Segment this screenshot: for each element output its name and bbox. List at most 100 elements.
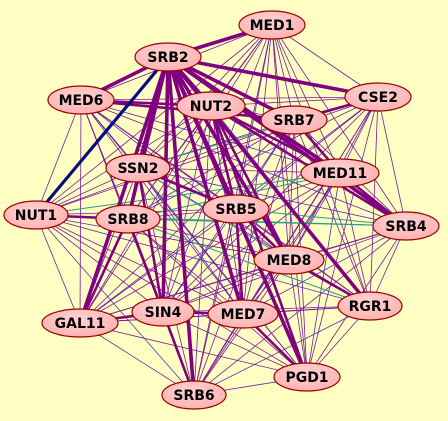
edge-thin: [271, 24, 295, 121]
node-med8[interactable]: MED8: [253, 245, 325, 275]
node-label: RGR1: [349, 299, 392, 315]
node-ellipse: [337, 291, 403, 321]
node-ellipse: [207, 299, 279, 329]
edge-thin: [35, 214, 244, 315]
edge-thin: [288, 259, 308, 378]
edge-teal: [127, 218, 371, 307]
edge-thin: [193, 105, 212, 396]
edge-thin: [79, 322, 308, 378]
node-srb2[interactable]: SRB2: [134, 42, 202, 72]
edge-thin: [306, 172, 341, 378]
edge-thick: [234, 207, 245, 316]
edge-teal: [35, 172, 341, 216]
node-label: GAL11: [55, 316, 106, 332]
node-srb5[interactable]: SRB5: [202, 194, 270, 224]
edge-thick: [209, 104, 309, 379]
node-med6[interactable]: MED6: [47, 85, 115, 115]
node-label: MED6: [59, 93, 104, 109]
edge-thick: [209, 104, 291, 262]
node-ellipse: [176, 91, 246, 121]
node-ellipse: [238, 10, 306, 40]
node-gal11[interactable]: GAL11: [41, 308, 119, 338]
edge-thin: [339, 172, 371, 307]
edge-thin: [35, 99, 82, 216]
node-label: NUT1: [15, 208, 57, 224]
node-ellipse: [47, 85, 115, 115]
node-ellipse: [344, 82, 412, 112]
edge-thin: [35, 214, 81, 324]
node-label: NUT2: [190, 99, 232, 115]
node-sin4[interactable]: SIN4: [131, 297, 195, 327]
edge-thin: [271, 24, 407, 227]
node-label: CSE2: [358, 90, 398, 106]
node-srb4[interactable]: SRB4: [372, 211, 440, 241]
edge-thin: [127, 96, 379, 220]
node-med1[interactable]: MED1: [238, 10, 306, 40]
edge-thin: [79, 208, 237, 324]
node-ellipse: [131, 297, 195, 327]
edge-thin: [242, 225, 407, 315]
edge-thin: [80, 99, 244, 315]
edge-thin: [271, 24, 341, 174]
edge-thick: [126, 217, 165, 314]
edge-thick: [166, 55, 196, 397]
node-srb6[interactable]: SRB6: [161, 380, 227, 410]
node-srb8[interactable]: SRB8: [95, 204, 161, 234]
node-ellipse: [260, 105, 328, 135]
edge-thin: [193, 119, 295, 396]
node-srb7[interactable]: SRB7: [260, 105, 328, 135]
node-ellipse: [134, 42, 202, 72]
edge-thin: [35, 214, 371, 307]
node-label: MED1: [250, 18, 295, 34]
node-nut2[interactable]: NUT2: [176, 91, 246, 121]
edge-thin: [162, 96, 379, 313]
edge-thin: [242, 172, 341, 315]
edge-thin: [80, 99, 290, 261]
edge-thin: [35, 214, 195, 396]
node-ellipse: [202, 194, 270, 224]
edge-thick: [166, 55, 408, 228]
edge-thick: [209, 104, 238, 211]
edge-dark-blue: [34, 55, 170, 217]
node-label: SRB2: [147, 50, 188, 66]
edge-thin: [127, 218, 308, 378]
node-label: SIN4: [145, 305, 182, 321]
edge-thin: [306, 96, 379, 378]
node-ellipse: [105, 153, 171, 183]
edge-thick: [166, 55, 380, 99]
edge-thin: [79, 119, 295, 324]
edge-thin: [137, 167, 407, 227]
edge-thick: [78, 55, 170, 325]
node-pgd1[interactable]: PGD1: [273, 362, 341, 392]
edge-thick: [136, 166, 165, 314]
edge-thin: [35, 214, 290, 261]
node-label: PGD1: [285, 370, 328, 386]
edge-thick: [78, 217, 130, 325]
node-ellipse: [95, 204, 161, 234]
edge-thick: [161, 55, 170, 314]
node-label: SSN2: [118, 161, 159, 177]
node-ellipse: [41, 308, 119, 338]
node-label: SRB5: [215, 202, 256, 218]
edge-thin: [193, 208, 237, 396]
node-nut1[interactable]: NUT1: [3, 200, 69, 230]
node-label: SRB8: [107, 212, 148, 228]
node-label: SRB6: [173, 388, 214, 404]
edge-thin: [137, 167, 195, 396]
node-cse2[interactable]: CSE2: [344, 82, 412, 112]
edge-thin: [79, 99, 82, 324]
node-ssn2[interactable]: SSN2: [105, 153, 171, 183]
node-ellipse: [372, 211, 440, 241]
node-ellipse: [253, 245, 325, 275]
node-med7[interactable]: MED7: [207, 299, 279, 329]
edge-thin: [377, 96, 407, 227]
edge-thin: [193, 305, 371, 396]
node-label: SRB7: [273, 113, 314, 129]
node-ellipse: [161, 380, 227, 410]
node-label: MED7: [221, 307, 266, 323]
node-rgr1[interactable]: RGR1: [337, 291, 403, 321]
node-med11[interactable]: MED11: [300, 158, 380, 188]
